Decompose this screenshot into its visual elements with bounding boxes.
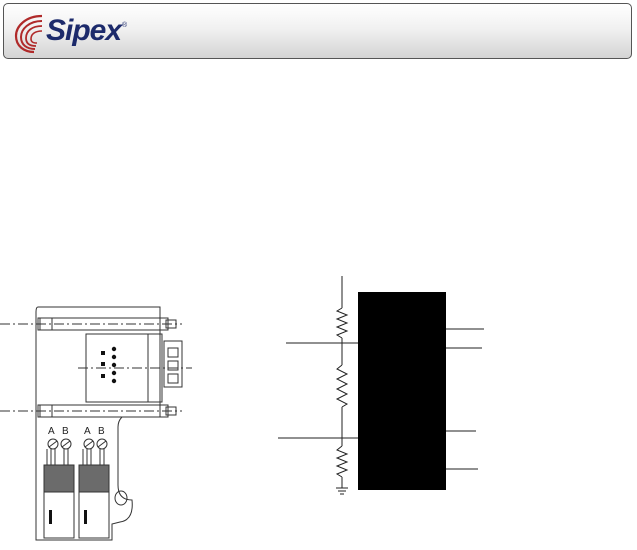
terminal-block: A B A B: [43, 426, 110, 539]
terminal-label-b1: B: [62, 426, 69, 437]
bias-resistor-network: [278, 276, 358, 495]
logo-registered-mark: ®: [122, 22, 128, 29]
header-bar: Sipex ®: [3, 3, 632, 59]
terminal-label-b2: B: [98, 426, 105, 437]
terminal-label-a1: A: [48, 426, 55, 437]
sipex-logo: Sipex ®: [12, 12, 132, 54]
transceiver-block: [358, 292, 484, 490]
terminal-label-a2: A: [84, 426, 91, 437]
db9-pin-dots: [101, 346, 117, 384]
logo-swoosh-icon: [14, 14, 43, 54]
db9-connector-drawing: [0, 306, 192, 541]
logo-wordmark: Sipex: [46, 14, 122, 47]
